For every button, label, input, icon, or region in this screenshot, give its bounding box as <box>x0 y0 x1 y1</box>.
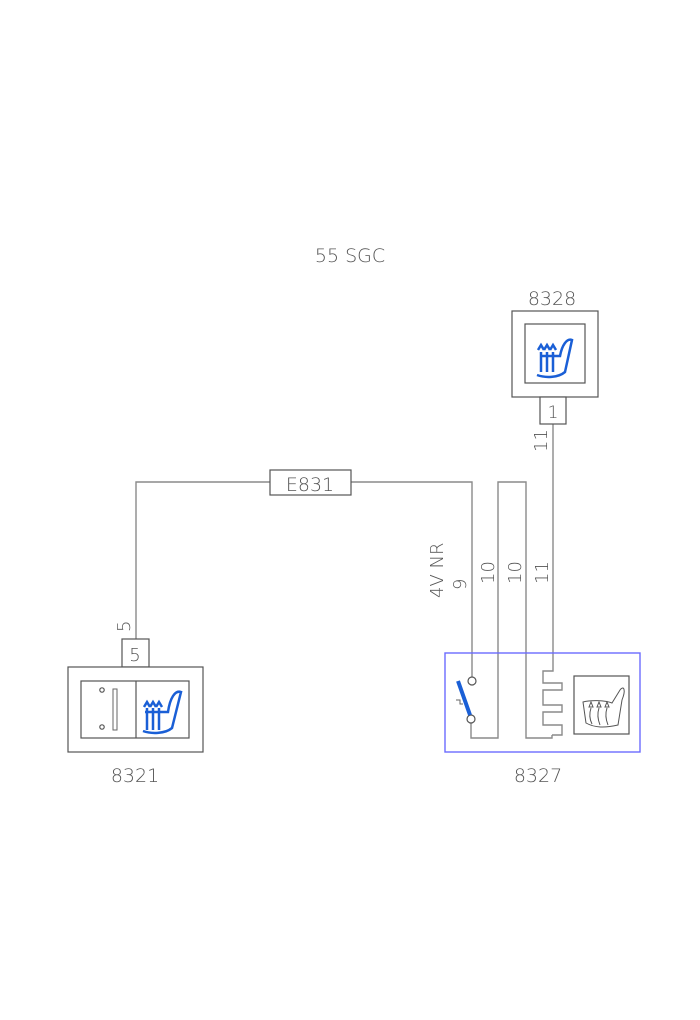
switch-contact <box>466 714 476 724</box>
wire-label-5: 5 <box>114 621 135 632</box>
connector-e831[interactable]: E831 <box>269 469 352 496</box>
seat-heater-icon <box>582 687 625 728</box>
heated-seat-icon <box>142 690 183 735</box>
wire-e831 <box>135 481 473 681</box>
switch-contact <box>99 724 105 730</box>
diagram-title: 55 SGC <box>315 245 385 267</box>
switch-icon <box>456 680 472 716</box>
switch-contact <box>99 687 105 693</box>
pin-1: 1 <box>548 403 559 423</box>
connector-label: E831 <box>286 474 334 496</box>
component-8321-label: 8321 <box>111 765 159 787</box>
pin-5: 5 <box>129 645 140 666</box>
component-8328[interactable]: 8328 1 11 <box>511 288 599 452</box>
wire-label-11b: 11 <box>532 561 553 584</box>
heating-element-icon <box>542 668 563 736</box>
component-8327[interactable]: 8327 <box>444 652 641 787</box>
wire-note: 4V NR <box>427 543 448 598</box>
component-8328-label: 8328 <box>528 288 576 310</box>
wire-label-11: 11 <box>531 429 552 452</box>
switch-icon <box>112 688 118 731</box>
wire-label-9: 9 <box>450 579 471 590</box>
heated-seat-icon <box>536 338 574 379</box>
wire-label-10a: 10 <box>478 561 499 584</box>
wire-label-10b: 10 <box>505 561 526 584</box>
wire-10-loop <box>470 481 553 739</box>
component-8327-label: 8327 <box>514 765 562 787</box>
switch-contact <box>467 676 477 686</box>
component-8321[interactable]: 5 5 8321 <box>67 621 204 787</box>
